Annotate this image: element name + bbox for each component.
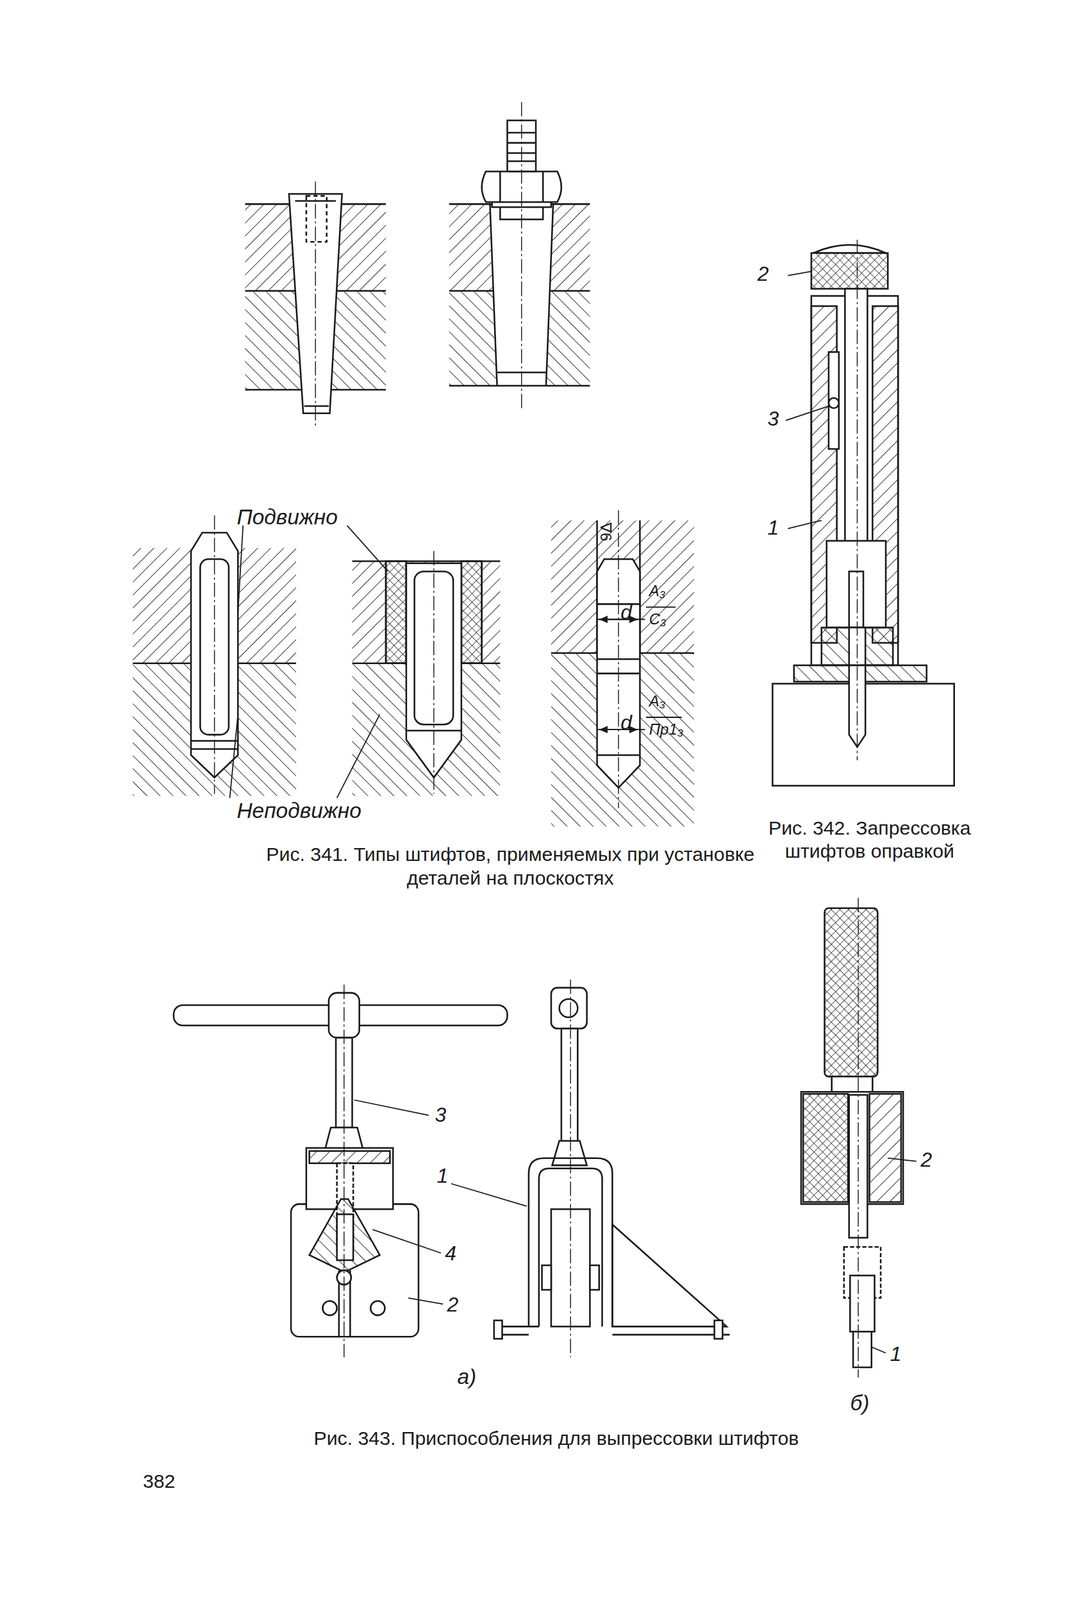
callout-number: 2 — [757, 261, 770, 286]
press-mandrel — [772, 239, 954, 786]
figure-caption: Рис. 343. Приспособления для выпрессовки… — [219, 1426, 893, 1450]
callout-number: 3 — [434, 1102, 447, 1127]
callout-number: 1 — [767, 515, 780, 540]
figure-caption: Рис. 341. Типы штифтов, применяемых при … — [234, 842, 786, 890]
puller-front-view — [173, 984, 527, 1357]
callout-number: 2 — [920, 1147, 932, 1172]
fit-note: Подвижно — [236, 504, 338, 531]
tolerance-class: A₃ — [649, 692, 666, 711]
page-number: 382 — [142, 1469, 175, 1493]
taper-pin-figure — [244, 181, 386, 427]
tolerance-class: C₃ — [649, 610, 667, 629]
knock-out-tool — [801, 897, 917, 1378]
dimension-symbol: d — [620, 599, 632, 625]
callout-number: 1 — [437, 1163, 449, 1188]
callout-number: 2 — [447, 1292, 459, 1317]
pin-figure-b — [352, 551, 501, 797]
threaded-taper-pin-figure — [449, 101, 591, 409]
puller-side-view — [494, 979, 731, 1357]
callout-number: 1 — [890, 1341, 902, 1366]
callout-number: 3 — [767, 406, 780, 431]
leader-lines — [230, 525, 389, 798]
subfigure-label: а) — [456, 1363, 477, 1390]
tolerance-class: Пр1₃ — [649, 720, 684, 739]
fit-note: Неподвижно — [236, 797, 361, 824]
tolerance-class: A₃ — [649, 581, 666, 601]
pin-figure-a — [132, 515, 297, 797]
figure-caption: Рис. 342. Запрессовка штифтов оправкой — [755, 816, 985, 864]
surface-finish: ∇6 — [596, 522, 615, 541]
pin-figure-c — [551, 510, 695, 827]
dimension-symbol: d — [620, 710, 632, 735]
callout-number: 4 — [444, 1240, 457, 1266]
subfigure-label: б) — [850, 1390, 870, 1416]
